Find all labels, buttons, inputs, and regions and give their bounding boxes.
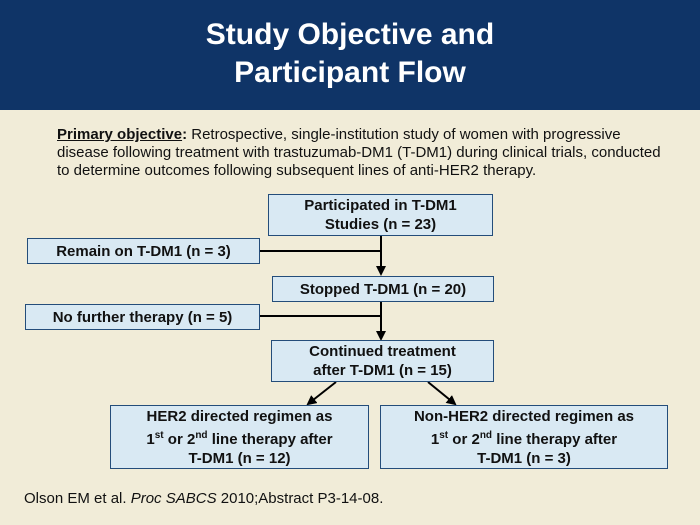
her2-directed-box: HER2 directed regimen as 1st or 2nd line…	[110, 405, 369, 469]
nonher2-or-text: or 2	[448, 430, 480, 448]
participated-box: Participated in T-DM1 Studies (n = 23)	[268, 194, 493, 236]
nonher2-rest-text: line therapy after	[492, 430, 618, 448]
remain-box: Remain on T-DM1 (n = 3)	[27, 238, 260, 264]
citation-rest: 2010;Abstract P3-14-08.	[216, 490, 384, 507]
participated-line-2: Studies (n = 23)	[324, 216, 437, 233]
her2-rest-text: line therapy after	[207, 430, 333, 448]
her2-first-num: 1	[146, 430, 155, 448]
citation: Olson EM et al. Proc SABCS 2010;Abstract…	[24, 490, 383, 507]
her2-line-2: 1st or 2nd line therapy after	[146, 426, 332, 449]
nonher2-st-sup: st	[439, 429, 449, 441]
her2-line-3: T-DM1 (n = 12)	[188, 449, 291, 467]
edge-continued-to-her2	[306, 381, 337, 406]
nonher2-line-2: 1st or 2nd line therapy after	[431, 426, 617, 449]
primary-objective-label: Primary objective	[57, 126, 183, 143]
nonher2-first-num: 1	[430, 430, 440, 448]
her2-line-1: HER2 directed regimen as	[146, 407, 333, 425]
title-banner: Study Objective and Participant Flow	[0, 0, 700, 110]
no-further-therapy-box: No further therapy (n = 5)	[25, 304, 260, 330]
continued-treatment-box: Continued treatment after T-DM1 (n = 15)	[271, 340, 494, 382]
her2-or-text: or 2	[163, 430, 196, 448]
nonher2-line-1: Non-HER2 directed regimen as	[413, 407, 635, 425]
title-line-2: Participant Flow	[234, 56, 466, 89]
objective-body: Retrospective, single-institution study …	[57, 126, 661, 179]
her2-nd-sup: nd	[195, 429, 208, 441]
objective-colon: :	[182, 126, 188, 143]
stopped-label: Stopped T-DM1 (n = 20)	[299, 280, 467, 298]
primary-objective-text: Primary objective: Retrospective, single…	[57, 126, 672, 180]
citation-journal: Proc SABCS	[130, 490, 217, 507]
nonher2-nd-sup: nd	[479, 429, 493, 441]
title-line-1: Study Objective and	[205, 18, 495, 51]
no-further-label: No further therapy (n = 5)	[52, 308, 233, 326]
continued-line-2: after T-DM1 (n = 15)	[313, 362, 452, 379]
nonher2-line-3: T-DM1 (n = 3)	[477, 449, 571, 467]
her2-st-sup: st	[154, 429, 164, 441]
edge-continued-to-nonher2	[427, 381, 457, 406]
participated-line-1: Participated in T-DM1	[304, 197, 457, 214]
continued-line-1: Continued treatment	[309, 343, 456, 360]
remain-label: Remain on T-DM1 (n = 3)	[56, 242, 231, 260]
non-her2-directed-box: Non-HER2 directed regimen as 1st or 2nd …	[380, 405, 668, 469]
stopped-box: Stopped T-DM1 (n = 20)	[272, 276, 494, 302]
citation-author: Olson EM et al.	[24, 490, 131, 507]
